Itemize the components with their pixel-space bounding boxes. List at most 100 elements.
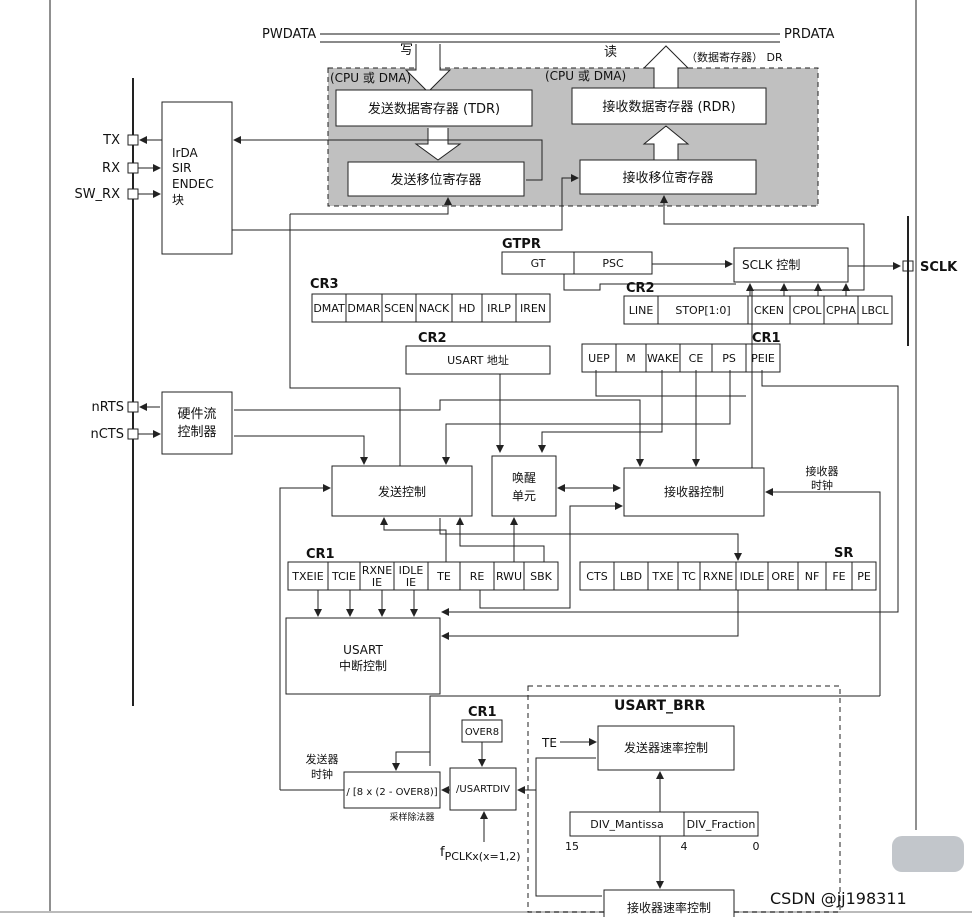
tx-clock-line-1: 发送器 (306, 752, 339, 766)
txrate-clock-line (429, 695, 880, 766)
rx-ctrl-label: 接收器控制 (664, 484, 724, 499)
rdr-label: 接收数据寄存器 (RDR) (602, 99, 735, 115)
cr3-bit-label: IRLP (487, 302, 511, 315)
cr1-top-bit-label: CE (689, 352, 704, 365)
gtpr-psc-label: PSC (602, 257, 624, 270)
wake-to-wakeup-line (538, 370, 663, 453)
over8-to-divider-line (392, 751, 430, 771)
tx-clock-line-2: 时钟 (311, 767, 333, 781)
watermark-text: CSDN @jj198311 (770, 889, 907, 908)
sr-bit-label: NF (805, 570, 820, 583)
usartdiv-label: /USARTDIV (456, 784, 510, 795)
tdr-register (335, 89, 533, 127)
rx-shift-label: 接收移位寄存器 (622, 170, 713, 186)
irda-line-3: ENDEC (172, 177, 214, 191)
cr1-bottom-bit-label: SBK (530, 570, 553, 583)
txctrl-shift-link (289, 214, 401, 466)
sclk-ctrl-label: SCLK 控制 (742, 258, 800, 272)
tx-shift-label: 发送移位寄存器 (390, 172, 481, 188)
cr1-top-bit-label: PS (722, 352, 736, 365)
hw-flow-line-2: 控制器 (177, 425, 216, 440)
wakeup-line-2: 单元 (512, 489, 536, 503)
sr-bit-label: CTS (586, 570, 607, 583)
cr3-bit-label: NACK (419, 302, 450, 315)
div-mantissa-field (569, 811, 685, 837)
re-to-rxctrl-line (479, 502, 623, 609)
gtpr-psc-field (573, 251, 653, 275)
sr-bit-label: FE (832, 570, 845, 583)
cr2-bit-cell (657, 295, 749, 325)
sr-bit-cell (851, 561, 877, 591)
bit-15-label: 15 (565, 840, 579, 853)
dr-label: （数据寄存器） DR (686, 50, 783, 64)
sr-bit-label: ORE (771, 570, 794, 583)
tx-ctrl-label: 发送控制 (378, 484, 426, 499)
irda-line-4: 块 (172, 193, 184, 207)
cr1-top-title: CR1 (752, 331, 781, 346)
ncts-pin (127, 428, 139, 440)
cr1-over8-title: CR1 (468, 705, 497, 720)
cr1-bottom-bit-cell (287, 561, 329, 591)
irda-to-rxshift-arrow (232, 174, 579, 231)
cr1-top-bit-label: WAKE (647, 352, 679, 365)
hwflow-to-txctrl-line (234, 435, 368, 465)
cr2-bit-cell (747, 295, 791, 325)
sr-bit-cell (735, 561, 769, 591)
cr1-bottom-bit-cell (523, 561, 559, 591)
tx-controller (331, 465, 473, 517)
cr1-bottom-bit-label: RE (470, 570, 485, 583)
sclk-controller (733, 247, 849, 283)
rx-pin-label: RX (102, 161, 120, 176)
sr-bit-cell (613, 561, 649, 591)
rx-shift-register (579, 159, 757, 195)
sr-bit-label: TC (681, 570, 696, 583)
sw-rx-pin-label: SW_RX (74, 187, 120, 202)
tdr-to-shift-arrow (414, 128, 462, 161)
te-input-label: TE (541, 736, 557, 750)
fpclk-symbol: fPCLKx(x=1,2) (440, 845, 521, 863)
cr1-top-bit-label: PEIE (751, 352, 775, 365)
cr2-bit-cell (789, 295, 825, 325)
bit-0-label: 0 (753, 840, 760, 853)
usart-int-line-1: USART (343, 643, 383, 657)
rx-rate-label: 接收器速率控制 (627, 900, 711, 915)
cr2-bit-cell (823, 295, 859, 325)
pwdata-label: PWDATA (262, 27, 316, 42)
cr1-bottom-title: CR1 (306, 547, 335, 562)
txctrl-to-sr-line (439, 518, 742, 561)
usart-address-register (405, 345, 551, 375)
csdn-chat-icon (892, 836, 964, 872)
gtpr-link-line (563, 274, 736, 291)
gtpr-gt-label: GT (531, 257, 546, 270)
hw-flow-controller (161, 391, 233, 455)
cr3-bit-label: DMAR (347, 302, 380, 315)
cr1-bottom-bit-cell (459, 561, 495, 591)
read-label: 读 (604, 45, 617, 60)
tx-shift-register (347, 161, 525, 197)
sr-title: SR (834, 546, 853, 561)
rx-clock-line-2: 时钟 (811, 478, 833, 492)
rxclock-to-rxctrl-line (765, 488, 881, 696)
sr-bit-cell (647, 561, 679, 591)
cr2-bit-cell (623, 295, 659, 325)
cr1-top-bit-cell (581, 343, 617, 373)
usart-brr-title: USART_BRR (614, 698, 705, 714)
bit-4-label: 4 (681, 840, 688, 853)
cr1-top-bit-cell (711, 343, 747, 373)
usart-int-line-2: 中断控制 (339, 658, 387, 673)
cr1-bottom-bit-label: TCIE (331, 570, 356, 583)
cr1-bottom-bit-label: IE (406, 576, 416, 589)
cr1-top-bit-cell (645, 343, 681, 373)
sr-bit-label: TXE (651, 570, 673, 583)
cr2-addr-title: CR2 (418, 331, 447, 346)
cpu-dma-right-label: (CPU 或 DMA) (545, 69, 626, 83)
cpu-dma-left-label: (CPU 或 DMA) (330, 71, 411, 85)
div-fraction-field (683, 811, 759, 837)
ps-to-txctrl-line (442, 370, 731, 465)
sampling-divider (343, 771, 441, 809)
